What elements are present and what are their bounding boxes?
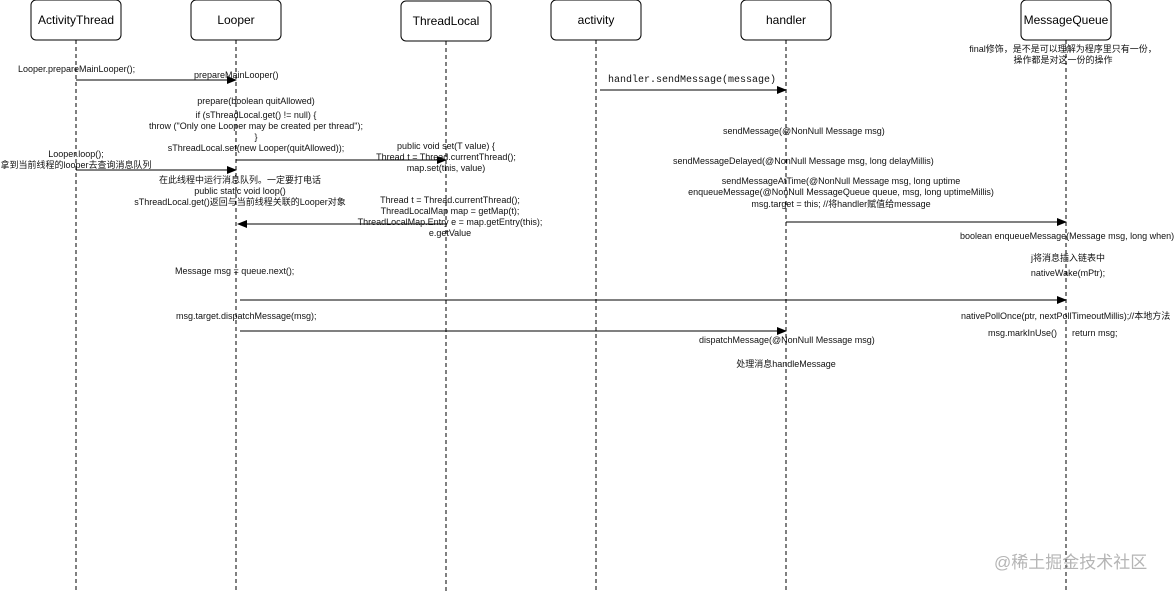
participant-label: Looper bbox=[217, 13, 254, 27]
code-line: sThreadLocal.set(new Looper(quitAllowed)… bbox=[167, 143, 345, 153]
note-looper-loop: 在此线程中运行消息队列。一定要打电话 public static void lo… bbox=[134, 175, 346, 208]
note-handler-send-at-time: sendMessageAtTime(@NonNull Message msg, … bbox=[688, 176, 994, 210]
note-threadlocal-set: public void set(T value) { Thread t = Th… bbox=[376, 141, 516, 174]
note-looper-prepare: prepare(boolean quitAllowed) if (sThread… bbox=[149, 96, 363, 154]
participant-looper: Looper bbox=[190, 0, 282, 41]
label-looper-loop: Looper.loop(); 拿到当前线程的looper去查询消息队列 bbox=[0, 149, 151, 171]
code-line: } bbox=[254, 132, 258, 142]
code-line: public static void loop() bbox=[194, 186, 286, 196]
code-line: public void set(T value) { bbox=[397, 141, 495, 151]
code-line: Thread t = Thread.currentThread(); bbox=[380, 195, 520, 205]
label-mq-return: return msg; bbox=[1072, 328, 1118, 338]
code-line: prepare(boolean quitAllowed) bbox=[197, 96, 315, 106]
participant-label: activity bbox=[578, 13, 615, 27]
participant-label: MessageQueue bbox=[1024, 13, 1109, 27]
label-handler-send-message: sendMessage(@NonNull Message msg) bbox=[723, 126, 885, 136]
participant-label: ThreadLocal bbox=[413, 14, 480, 28]
note-threadlocal-get: Thread t = Thread.currentThread(); Threa… bbox=[358, 195, 543, 239]
watermark: @稀土掘金技术社区 bbox=[994, 553, 1148, 572]
code-line: ThreadLocalMap map = getMap(t); bbox=[380, 206, 520, 216]
label-line: 拿到当前线程的looper去查询消息队列 bbox=[0, 160, 152, 170]
note-line: 操作都是对这一份的操作 bbox=[1013, 55, 1113, 65]
label-mq-insert: j将消息插入链表中 bbox=[1031, 253, 1105, 263]
label-handler-handle-message: 处理消息handleMessage bbox=[736, 359, 836, 369]
code-line: sThreadLocal.get()返回与当前线程关联的Looper对象 bbox=[134, 197, 346, 207]
label-prepare-main-looper-call: Looper.prepareMainLooper(); bbox=[18, 64, 136, 74]
code-line: ThreadLocalMap.Entry e = map.getEntry(th… bbox=[357, 217, 543, 227]
code-line: msg.target = this; //将handler赋值给message bbox=[751, 199, 931, 209]
participant-activity: activity bbox=[550, 0, 642, 41]
label-handler-dispatch: dispatchMessage(@NonNull Message msg) bbox=[699, 335, 875, 345]
code-line: if (sThreadLocal.get() != null) { bbox=[195, 110, 317, 120]
label-mq-native-wake: nativeWake(mPtr); bbox=[1030, 268, 1106, 278]
label-mq-poll: nativePollOnce(ptr, nextPollTimeoutMilli… bbox=[961, 311, 1171, 321]
participant-handler: handler bbox=[740, 0, 832, 41]
participant-label: ActivityThread bbox=[38, 13, 114, 27]
code-line: 在此线程中运行消息队列。一定要打电话 bbox=[158, 175, 321, 185]
participant-messagequeue: MessageQueue bbox=[1020, 0, 1112, 41]
code-line: map.set(this, value) bbox=[406, 163, 486, 173]
messagequeue-note: final修饰，是不是可以理解为程序里只有一份， 操作都是对这一份的操作 bbox=[969, 44, 1157, 66]
code-line: throw ("Only one Looper may be created p… bbox=[148, 121, 364, 131]
label-handler-send-delayed: sendMessageDelayed(@NonNull Message msg,… bbox=[673, 156, 934, 166]
label-mq-mark-in-use: msg.markInUse() bbox=[988, 328, 1058, 338]
code-line: sendMessageAtTime(@NonNull Message msg, … bbox=[721, 176, 961, 186]
code-line: enqueueMessage(@NonNull MessageQueue que… bbox=[688, 187, 994, 197]
note-line: final修饰，是不是可以理解为程序里只有一份， bbox=[969, 44, 1157, 54]
label-mq-enqueue: boolean enqueueMessage(Message msg, long… bbox=[960, 231, 1174, 241]
participant-threadlocal: ThreadLocal bbox=[400, 0, 492, 42]
label-queue-next: Message msg = queue.next(); bbox=[175, 266, 295, 276]
label-send-message: handler.sendMessage(message) bbox=[608, 75, 777, 86]
code-line: e.getValue bbox=[428, 228, 472, 238]
label-dispatch-call: msg.target.dispatchMessage(msg); bbox=[176, 311, 317, 321]
label-line: Looper.loop(); bbox=[48, 149, 104, 159]
participant-activitythread: ActivityThread bbox=[30, 0, 122, 41]
code-line: Thread t = Thread.currentThread(); bbox=[376, 152, 516, 162]
participant-label: handler bbox=[766, 13, 806, 27]
label-prepare-main-looper: prepareMainLooper() bbox=[194, 70, 279, 80]
